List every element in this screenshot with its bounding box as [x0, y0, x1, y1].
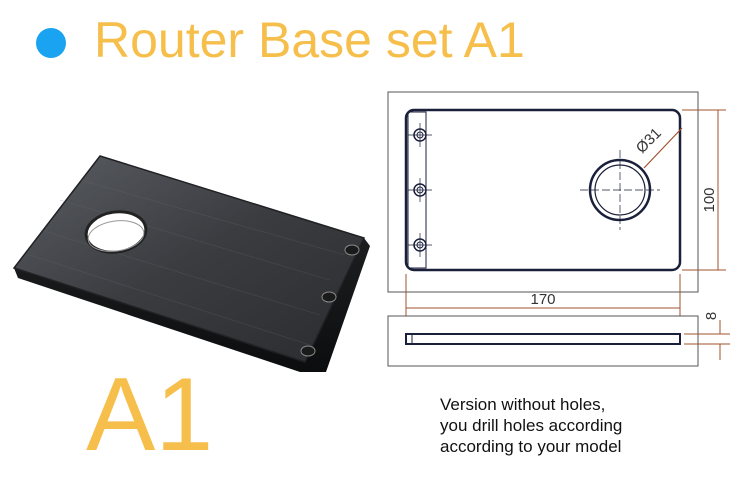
- hole-dimension: Ø31: [633, 125, 665, 157]
- note-text: Version without holes, you drill holes a…: [440, 394, 622, 457]
- drawing-router-hole: [580, 150, 660, 230]
- technical-drawing-top: Ø31 100 170: [387, 91, 726, 316]
- model-label: A1: [86, 357, 214, 473]
- width-dimension: 170: [530, 291, 555, 308]
- plate-outline: [404, 108, 682, 272]
- page-title: Router Base set A1: [94, 12, 525, 68]
- drawing-mounting-holes: [408, 123, 432, 257]
- thickness-dimension: 8: [703, 312, 720, 320]
- router-hole-inner: [87, 220, 145, 252]
- product-photo: [12, 155, 370, 372]
- bullet-dot: [36, 28, 66, 58]
- note-line: Version without holes,: [440, 395, 606, 414]
- hole-dimension-leader: [643, 127, 683, 169]
- height-dimension-lines: [682, 109, 726, 271]
- note-line: you drill holes according: [440, 416, 623, 435]
- technical-drawing-side: 8: [387, 312, 730, 367]
- thickness-dimension-lines: [684, 320, 730, 360]
- note-line: according to your model: [440, 437, 622, 456]
- height-dimension: 100: [701, 187, 718, 212]
- plate-top: [12, 155, 366, 363]
- plate-side-outline: [405, 333, 681, 345]
- width-dimension-lines: [405, 274, 681, 316]
- mounting-holes: [300, 244, 360, 357]
